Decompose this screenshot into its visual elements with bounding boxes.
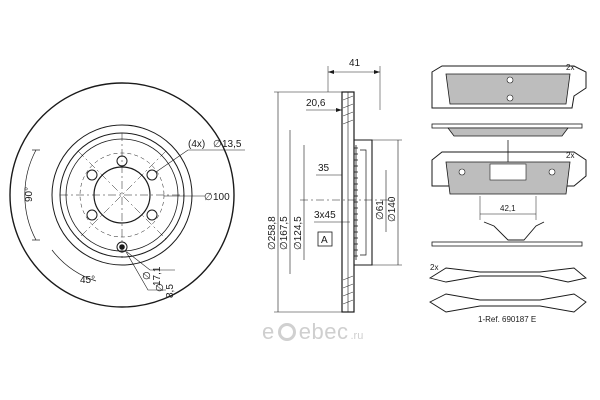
label-overall-width: 41 (349, 58, 361, 69)
front-view-labels: 90° 45° (4x) ∅ 13,5 ∅ 100 ∅ 17,1 ∅ 8,5 (24, 139, 242, 298)
label-hub-dia: ∅61 (375, 200, 386, 220)
dia-symbol-pin: ∅ (155, 283, 166, 292)
hub-dia-val: 61 (375, 200, 386, 212)
bolt-hole-right (146, 169, 158, 181)
label-hole-dia: 13,5 (222, 139, 242, 150)
angle-arc-45 (51, 249, 97, 282)
pin-hole-inner (119, 244, 125, 250)
label-hat-dia: ∅124,5 (293, 216, 304, 250)
dim-206-arrow (336, 108, 342, 112)
dia-hub: ∅ (375, 211, 386, 220)
label-pcd: 100 (213, 192, 230, 203)
dim-41-arrow-r (374, 70, 380, 74)
bolt-hole-left (86, 169, 98, 181)
pad-mid-sensor (489, 163, 527, 181)
pin-hole (116, 241, 128, 253)
watermark-logo-icon (277, 323, 296, 341)
pad-mid-hole-2 (548, 168, 556, 176)
label-thickness: 42,1 (500, 204, 516, 213)
dia-symbol-small: ∅ (142, 271, 153, 280)
disc-outer-rim (9, 82, 235, 308)
label-clip-qty: 2x (430, 263, 438, 272)
label-top-qty: 2x (566, 63, 574, 72)
label-hole-count: (4x) (188, 139, 205, 150)
leader-pin-hole (124, 249, 166, 291)
leader-hole (155, 149, 245, 173)
bolt-hole-lower-right (146, 209, 158, 221)
watermark-brand-part1: e (262, 319, 275, 344)
dia-outer: ∅ (267, 241, 278, 250)
pad-top-hole-1 (506, 76, 514, 84)
label-bore-dia: ∅140 (387, 196, 398, 222)
label-pin-hole: 8,5 (165, 284, 176, 298)
label-mid-qty: 2x (566, 151, 574, 160)
pad-clip-side (483, 221, 545, 241)
dim-41-arrow-l (328, 70, 334, 74)
label-hat-offset: 20,6 (306, 98, 326, 109)
side-view-labels: 41 20,6 ∅258,8 ∅167,5 ∅124,5 35 3x45 ∅61… (267, 58, 398, 250)
center-line-d1 (77, 150, 167, 240)
label-small-hole: 17,1 (152, 266, 163, 286)
label-angle-90: 90° (24, 187, 35, 202)
tone-ring (354, 145, 358, 260)
pad-edge-1-friction (447, 127, 569, 137)
anti-rattle-clip-top (428, 267, 587, 283)
mid-dia-val: 167,5 (279, 216, 290, 241)
bolt-hole-lower-left (86, 209, 98, 221)
label-ref: 1-Ref. 690187 E (478, 315, 536, 324)
label-outer-dia: ∅258,8 (267, 216, 278, 250)
label-mid-dia: ∅167,5 (279, 216, 290, 250)
hat-dia-val: 124,5 (293, 216, 304, 241)
dia-bore: ∅ (387, 213, 398, 222)
pads-view (428, 65, 587, 313)
dia-hat: ∅ (293, 241, 304, 250)
watermark-suffix: .ru (350, 330, 364, 342)
dia-mid: ∅ (279, 241, 290, 250)
watermark-brand: ebec (298, 319, 349, 344)
watermark: e ebec .ru (262, 318, 382, 346)
angle-arc-90 (24, 149, 37, 241)
disc-hat-inner (360, 149, 367, 256)
outer-dia-val: 258,8 (267, 216, 278, 241)
pad-edge-2-plate (431, 241, 583, 247)
front-view (9, 82, 245, 308)
dia-symbol-pcd: ∅ (204, 192, 213, 203)
pad-top-friction (445, 73, 571, 105)
bolt-hole-top (116, 155, 128, 167)
pad-top-hole-2 (506, 94, 514, 102)
bore-dia-val: 140 (387, 196, 398, 213)
side-view (274, 66, 402, 313)
dia-symbol-hole: ∅ (213, 139, 222, 150)
label-center-dim: 35 (318, 163, 330, 174)
label-section-marker: A (321, 235, 328, 246)
center-line-d2 (77, 150, 167, 240)
anti-rattle-clip-bottom (429, 293, 587, 313)
pad-edge-1-plate (431, 123, 583, 129)
pads-labels: 2x 2x 42,1 2x 1-Ref. 690187 E (430, 63, 574, 324)
disc-friction-inner (51, 124, 193, 266)
pad-mid-hole-1 (458, 168, 466, 176)
section-marker-box (317, 231, 333, 247)
disc-hat-profile (354, 139, 373, 266)
vent-hatching (342, 95, 354, 305)
label-chamfer: 3x45 (314, 210, 336, 221)
label-angle-45: 45° (80, 275, 95, 286)
leader-small-hole (126, 251, 175, 271)
